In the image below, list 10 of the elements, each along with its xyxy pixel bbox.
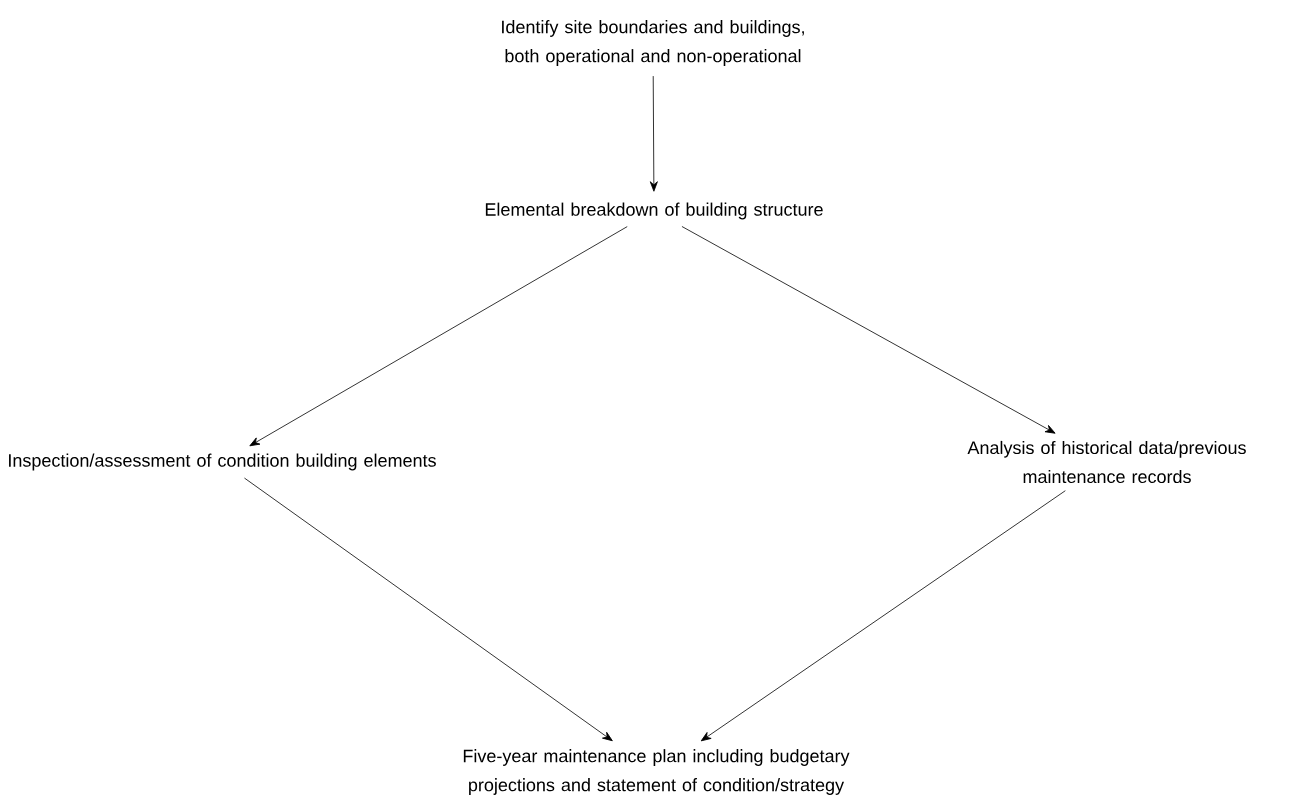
step-text: Elemental breakdown of building structure xyxy=(485,202,823,220)
step-text: Inspection/assessment of condition building elements xyxy=(9,453,436,471)
arrow xyxy=(249,226,628,447)
arrow xyxy=(244,477,613,742)
step-text: Five-year maintenance plan including budgetary projections and statement of condition/strategy xyxy=(463,749,850,795)
step-text: Identify site boundaries and buildings, both operational and non-operational xyxy=(502,20,804,66)
arrow xyxy=(649,75,658,192)
step-text: Analysis of historical data/previous maintenance records xyxy=(967,440,1246,484)
arrow xyxy=(681,226,1056,434)
arrow xyxy=(700,490,1066,742)
